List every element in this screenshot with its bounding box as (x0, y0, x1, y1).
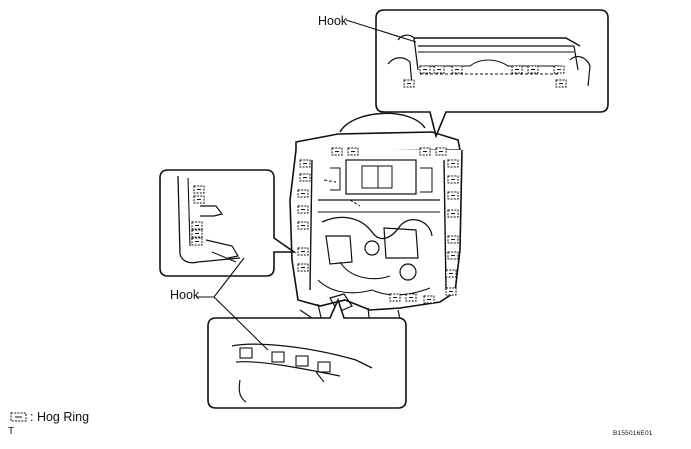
top-hook-detail (345, 9, 609, 139)
legend: : Hog Ring (10, 410, 89, 424)
hook-leader-lines (196, 257, 269, 351)
corner-mark: T (8, 426, 15, 437)
hook-label-top: Hook (318, 14, 348, 28)
seat-cushion-frame (289, 112, 463, 329)
bottom-hook-detail (207, 297, 407, 409)
legend-text: : Hog Ring (30, 410, 90, 424)
hog-ring-symbol-icon (10, 412, 27, 422)
figure-code: B155016E01 (613, 430, 653, 437)
left-hook-detail (159, 169, 297, 277)
hook-label-middle: Hook (170, 288, 200, 302)
